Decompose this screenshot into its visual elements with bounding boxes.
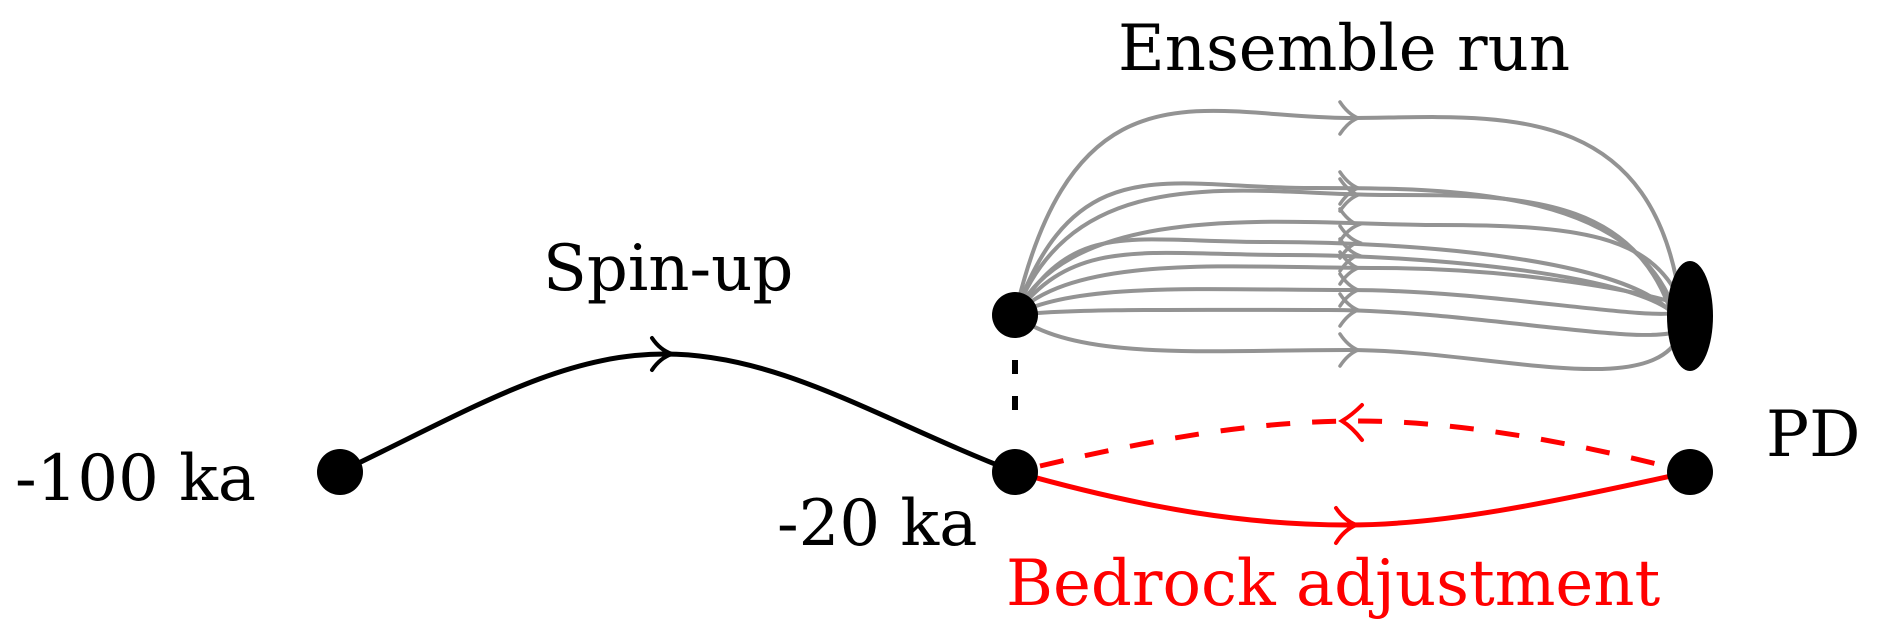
pd-label: PD [1766,398,1860,472]
spin-up-label: Spin-up [543,232,793,306]
node-ensemble-end [1667,261,1713,371]
ensemble-arrow-icon [1338,292,1363,328]
ensemble-curve [1013,188,1682,346]
ensemble-arrow-icon [1338,332,1363,368]
node-mid-bottom [992,449,1038,495]
ensemble-curve [1013,108,1682,316]
node-mid-top [992,292,1038,338]
ensemble-curve [1013,264,1681,317]
bedrock-forward-arrow-icon [1334,506,1362,545]
ensemble-arrow-icon [1338,237,1363,273]
ensemble-run-label: Ensemble run [1118,12,1570,86]
ensemble-arrow-icon [1338,224,1363,260]
start-time-label: -100 ka [15,442,256,516]
ensemble-curve [1014,287,1681,317]
ensemble-arrow-icon [1338,177,1363,213]
ensemble-run-curves [1013,100,1682,372]
ensemble-curve [1013,181,1682,331]
bedrock-adjustment-edge [1014,469,1691,528]
ensemble-curve [1014,307,1682,337]
ensemble-curve [1013,237,1682,326]
mid-time-label: -20 ka [777,487,977,561]
bedrock-return-arrow-icon [1338,403,1364,442]
bedrock-return-edge [1039,418,1666,469]
spin-up-edge [338,351,1016,475]
node-start [317,449,363,495]
ensemble-arrow-icon [1338,170,1363,206]
ensemble-arrow-icon [1338,100,1363,136]
bedrock-adjustment-label: Bedrock adjustment [1006,547,1661,621]
spin-up-arrow-icon [650,336,679,372]
node-pd [1667,449,1713,495]
ensemble-curve [1013,313,1682,372]
